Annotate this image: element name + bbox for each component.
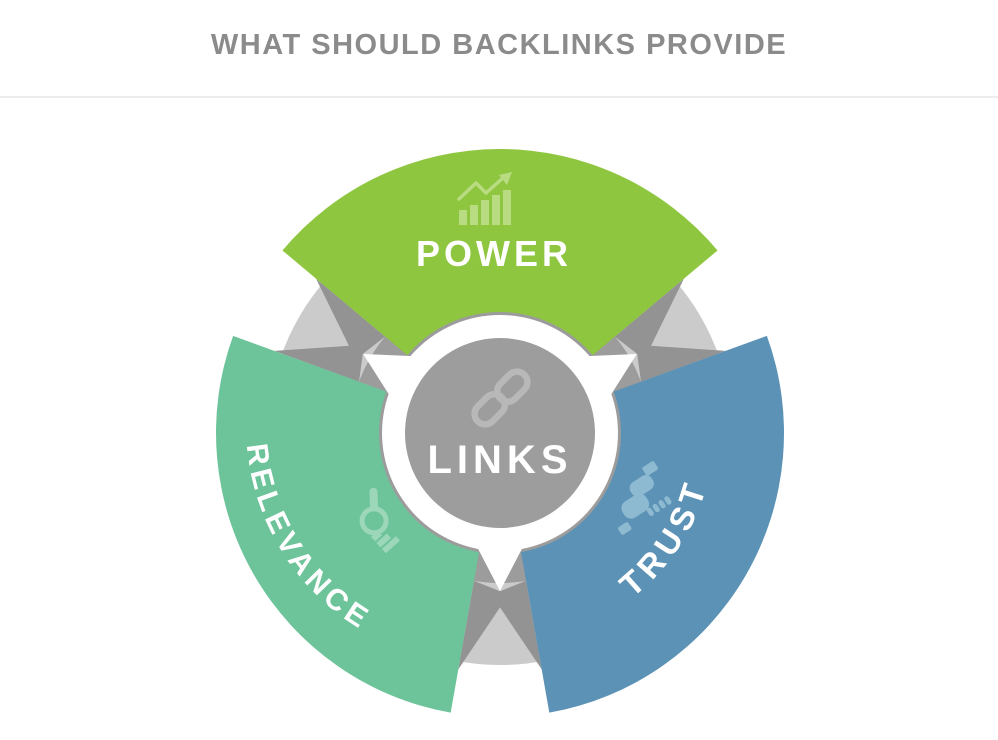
fold-shadow: [614, 278, 684, 360]
handshake-icon: [618, 461, 672, 535]
segment-relevance: RELEVANCE: [215, 335, 479, 713]
header-divider: [0, 96, 998, 98]
fold-shadow: [316, 278, 386, 360]
fold-shadow: [458, 580, 509, 670]
page-title: WHAT SHOULD BACKLINKS PROVIDE: [210, 29, 788, 61]
fold-shadow: [635, 344, 726, 382]
power-wedge: [282, 149, 718, 356]
links-circle: [405, 338, 595, 528]
segment-power: POWER: [282, 149, 718, 356]
bar-chart-icon: [457, 172, 512, 225]
relevance-wedge: [215, 335, 479, 713]
segment-trust: TRUST: [521, 335, 784, 713]
chain-link-icon: [471, 368, 531, 428]
fold-shadow: [274, 344, 365, 382]
fold-shadow: [491, 580, 542, 670]
power-label: POWER: [416, 233, 572, 274]
trust-wedge: [521, 335, 784, 713]
search-analytics-icon: [359, 487, 400, 554]
links-label: LINKS: [428, 438, 573, 482]
